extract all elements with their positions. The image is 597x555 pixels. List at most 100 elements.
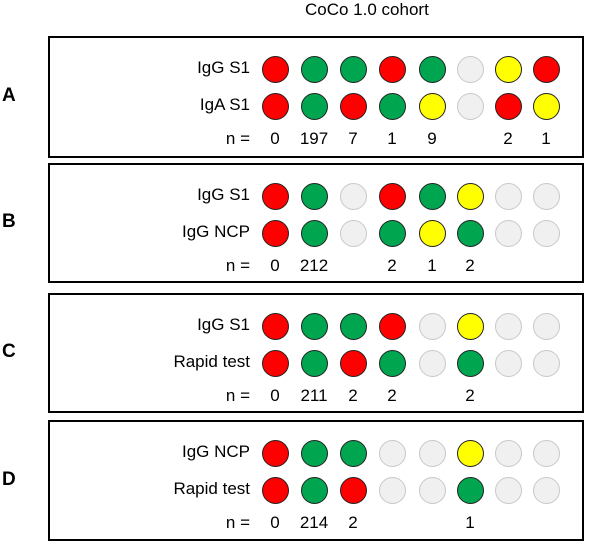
count-value: 197 [299, 129, 329, 148]
green-result-dot [339, 439, 367, 467]
grey-result-dot [418, 439, 446, 467]
red-result-dot [261, 476, 289, 504]
count-value: 0 [270, 129, 280, 148]
count-value: 1 [427, 256, 437, 275]
grey-result-dot [418, 312, 446, 340]
red-result-dot [261, 92, 289, 120]
green-result-dot [378, 219, 406, 247]
red-result-dot [378, 312, 406, 340]
grey-result-dot [456, 55, 484, 83]
grey-result-dot [532, 349, 560, 377]
green-result-dot [378, 92, 406, 120]
red-result-dot [261, 219, 289, 247]
green-result-dot [300, 476, 328, 504]
grey-result-dot [378, 439, 406, 467]
count-value: 214 [299, 513, 329, 532]
green-result-dot [418, 182, 446, 210]
panel-d [48, 420, 584, 541]
n-label: n = [225, 386, 250, 405]
red-result-dot [261, 182, 289, 210]
yellow-result-dot [456, 182, 484, 210]
green-result-dot [300, 182, 328, 210]
grey-result-dot [494, 349, 522, 377]
red-result-dot [378, 55, 406, 83]
grey-result-dot [532, 182, 560, 210]
count-value: 2 [387, 256, 397, 275]
panel-c [48, 293, 584, 413]
red-result-dot [532, 55, 560, 83]
red-result-dot [261, 55, 289, 83]
count-value: 0 [270, 256, 280, 275]
grey-result-dot [532, 219, 560, 247]
count-value: 0 [270, 386, 280, 405]
count-value: 0 [270, 513, 280, 532]
panel-label-b: B [2, 211, 16, 232]
count-value: 2 [348, 513, 358, 532]
green-result-dot [300, 92, 328, 120]
grey-result-dot [378, 476, 406, 504]
grey-result-dot [494, 439, 522, 467]
green-result-dot [456, 476, 484, 504]
green-result-dot [300, 439, 328, 467]
count-value: 2 [465, 256, 475, 275]
row-label: IgG S1 [197, 315, 250, 334]
count-value: 2 [348, 386, 358, 405]
row-label: IgG NCP [181, 222, 250, 241]
green-result-dot [456, 349, 484, 377]
count-value: 7 [348, 129, 358, 148]
grey-result-dot [494, 219, 522, 247]
grey-result-dot [418, 349, 446, 377]
grey-result-dot [418, 476, 446, 504]
grey-result-dot [494, 182, 522, 210]
green-result-dot [300, 312, 328, 340]
yellow-result-dot [418, 219, 446, 247]
green-result-dot [300, 55, 328, 83]
count-value: 9 [427, 129, 437, 148]
yellow-result-dot [494, 55, 522, 83]
grey-result-dot [494, 312, 522, 340]
red-result-dot [494, 92, 522, 120]
row-label: Rapid test [173, 352, 250, 371]
grey-result-dot [532, 439, 560, 467]
panel-a [48, 36, 584, 158]
red-result-dot [339, 92, 367, 120]
row-label: IgG S1 [197, 58, 250, 77]
n-label: n = [225, 129, 250, 148]
n-label: n = [225, 513, 250, 532]
grey-result-dot [456, 92, 484, 120]
panel-label-a: A [2, 85, 16, 106]
red-result-dot [378, 182, 406, 210]
yellow-result-dot [456, 312, 484, 340]
green-result-dot [456, 219, 484, 247]
yellow-result-dot [532, 92, 560, 120]
panel-b [48, 163, 584, 283]
row-label: IgG S1 [197, 185, 250, 204]
count-value: 2 [465, 386, 475, 405]
panel-label-d: D [2, 468, 16, 490]
grey-result-dot [339, 182, 367, 210]
green-result-dot [300, 219, 328, 247]
green-result-dot [300, 349, 328, 377]
count-value: 1 [465, 513, 475, 532]
n-label: n = [225, 256, 250, 275]
count-value: 212 [299, 256, 329, 275]
row-label: IgA S1 [199, 95, 250, 114]
count-value: 2 [503, 129, 513, 148]
grey-result-dot [532, 476, 560, 504]
red-result-dot [261, 312, 289, 340]
yellow-result-dot [456, 439, 484, 467]
red-result-dot [261, 439, 289, 467]
red-result-dot [261, 349, 289, 377]
row-label: IgG NCP [181, 442, 250, 461]
green-result-dot [378, 349, 406, 377]
count-value: 2 [387, 386, 397, 405]
count-value: 1 [541, 129, 551, 148]
green-result-dot [339, 312, 367, 340]
panel-label-c: C [2, 341, 16, 362]
yellow-result-dot [418, 92, 446, 120]
red-result-dot [339, 476, 367, 504]
green-result-dot [418, 55, 446, 83]
figure-title: CoCo 1.0 cohort [305, 0, 429, 19]
red-result-dot [339, 349, 367, 377]
grey-result-dot [494, 476, 522, 504]
